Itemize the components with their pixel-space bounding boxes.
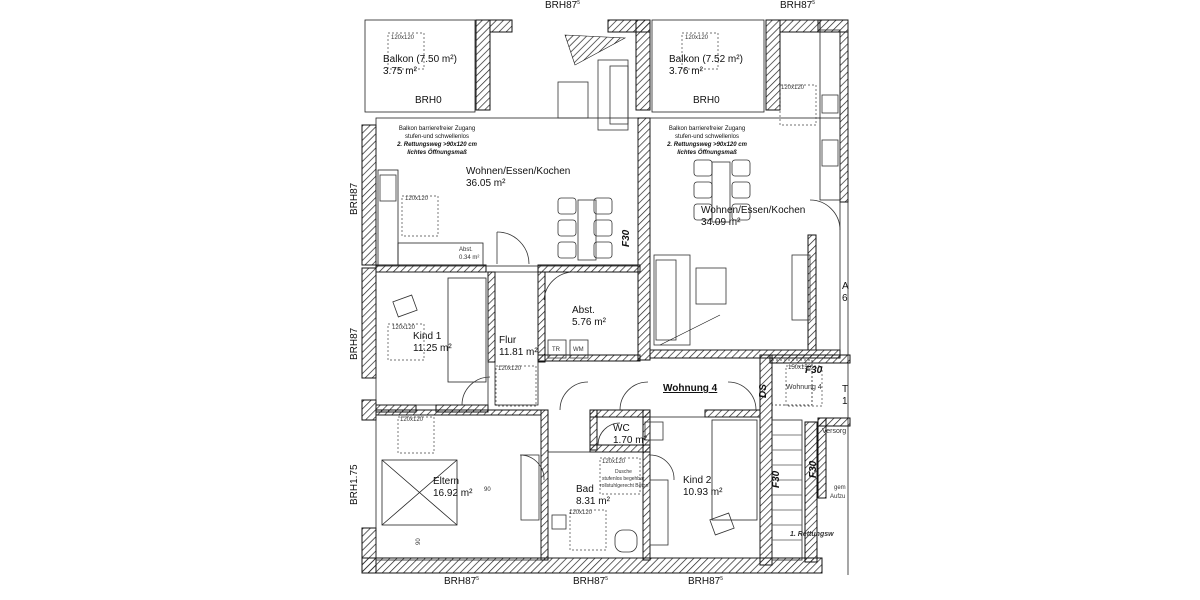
room-flur-area: 11.81 m²: [499, 347, 538, 358]
outlines: [364, 19, 849, 575]
label-ds: DS: [758, 384, 769, 398]
grid-kind1: 120x120: [392, 325, 416, 331]
brh-label-top-left: BRH875: [545, 0, 581, 11]
turning-circles: [387, 32, 823, 551]
room-bad-area: 8.31 m²: [576, 496, 610, 507]
label-f30-stair-left: F30: [771, 470, 782, 488]
brh-label-bottom-1: BRH875: [444, 576, 480, 587]
balkon-right-grid: 120x120: [685, 35, 709, 41]
label-f30-door: F30: [805, 365, 823, 376]
label-wohnung-4-small: Wohnung 4: [786, 384, 822, 391]
room-bad-name: Bad: [576, 484, 594, 495]
walls: [361, 19, 851, 574]
grid-bad: 120x120: [602, 459, 626, 465]
brh-label-top-right: BRH875: [780, 0, 816, 11]
room-eltern-name: Eltern: [433, 476, 460, 487]
label-rettungsweg: 1. Rettungsw: [790, 531, 834, 538]
dusche-line1: Dusche: [615, 469, 632, 475]
room-wohnen-right-area: 34.09 m²: [701, 217, 741, 228]
room-wohnen-right-name: Wohnen/Essen/Kochen: [701, 205, 806, 216]
room-flur-name: Flur: [499, 335, 517, 346]
balkon-right-name: Balkon (7.52 m²): [669, 54, 743, 65]
room-wohnen-left-name: Wohnen/Essen/Kochen: [466, 166, 571, 177]
label-f30-stair-right: F30: [808, 460, 819, 478]
furniture: [379, 59, 839, 553]
balcony-note-line2: stufen-und schwellenlos: [674, 134, 740, 140]
grid-eltern: 120x120: [400, 417, 424, 423]
room-wohnen-left-area: 36.05 m²: [466, 178, 506, 189]
balkon-right-brh: BRH0: [693, 95, 720, 106]
label-f30-party-wall: F30: [621, 229, 632, 247]
balkon-left-brh: BRH0: [415, 95, 442, 106]
dim-90-v: 90: [416, 538, 422, 545]
balkon-left-grid: 120x120: [391, 35, 415, 41]
label-edge-1: 1: [842, 396, 848, 407]
label-tr: TR: [552, 347, 560, 353]
room-abst-small-name: Abst.: [459, 247, 473, 253]
balcony-note-line2: stufen-und schwellenlos: [404, 134, 470, 140]
dim-90-h: 90: [484, 487, 491, 493]
grid-flur: 120x120: [498, 366, 522, 372]
room-wc-name: WC: [613, 423, 630, 434]
room-kind2-area: 10.93 m²: [683, 487, 723, 498]
label-gem: gem: [834, 485, 846, 491]
tv-symbols: [564, 34, 721, 346]
room-abst-small-area: 0.34 m²: [459, 255, 480, 261]
balcony-notes-left: Balkon barrierefreier Zugang stufen-und …: [384, 125, 490, 157]
brh-label-left-3: BRH1.75: [349, 464, 360, 505]
balcony-note-line4: lichtes Öffnungsmaß: [407, 150, 467, 156]
label-edge-6: 6: [842, 293, 848, 304]
brh-label-bottom-2: BRH875: [573, 576, 609, 587]
grid-kitchen-right: 120x120: [781, 85, 805, 91]
brh-label-bottom-3: BRH875: [688, 576, 724, 587]
room-wc-area: 1.70 m²: [613, 435, 647, 446]
room-eltern-area: 16.92 m²: [433, 488, 473, 499]
balcony-note-line1: Balkon barrierefreier Zugang: [398, 126, 476, 132]
door-swings: [461, 199, 841, 481]
balcony-note-line1: Balkon barrierefreier Zugang: [668, 126, 746, 132]
grid-kitchen-left: 120x120: [405, 196, 429, 202]
balcony-note-line3: 2. Rettungsweg >90x120 cm: [667, 142, 747, 148]
room-abst-area: 5.76 m²: [572, 317, 606, 328]
balkon-left-name: Balkon (7.50 m²): [383, 54, 457, 65]
dusche-line2: stufenlos begehbar: [602, 476, 645, 482]
room-kind2-name: Kind 2: [683, 475, 712, 486]
label-aufzug: Aufzu: [830, 494, 846, 500]
label-edge-a: A: [842, 281, 849, 292]
balkon-right-area: 3.76 m²: [669, 66, 703, 77]
room-kind1-area: 11.25 m²: [413, 343, 452, 354]
dusche-line3: rollstuhlgerecht Beton: [600, 483, 649, 489]
label-versorgung: Versorg: [822, 428, 847, 435]
brh-label-left-2: BRH87: [349, 327, 360, 360]
balcony-note-line3: 2. Rettungsweg >90x120 cm: [397, 142, 477, 148]
balkon-left-area: 3.75 m²: [383, 66, 417, 77]
balcony-note-line4: lichtes Öffnungsmaß: [677, 150, 737, 156]
room-abst-name: Abst.: [572, 305, 595, 316]
balcony-notes-right: Balkon barrierefreier Zugang stufen-und …: [658, 125, 756, 157]
room-kind1-name: Kind 1: [413, 331, 442, 342]
grid-150: 150x150: [788, 365, 812, 371]
label-wohnung-4: Wohnung 4: [663, 383, 718, 394]
label-edge-t: T: [842, 384, 849, 395]
label-wm: WM: [573, 347, 584, 353]
brh-label-left-1: BRH87: [349, 182, 360, 215]
grid-bad-2: 120x120: [569, 510, 593, 516]
